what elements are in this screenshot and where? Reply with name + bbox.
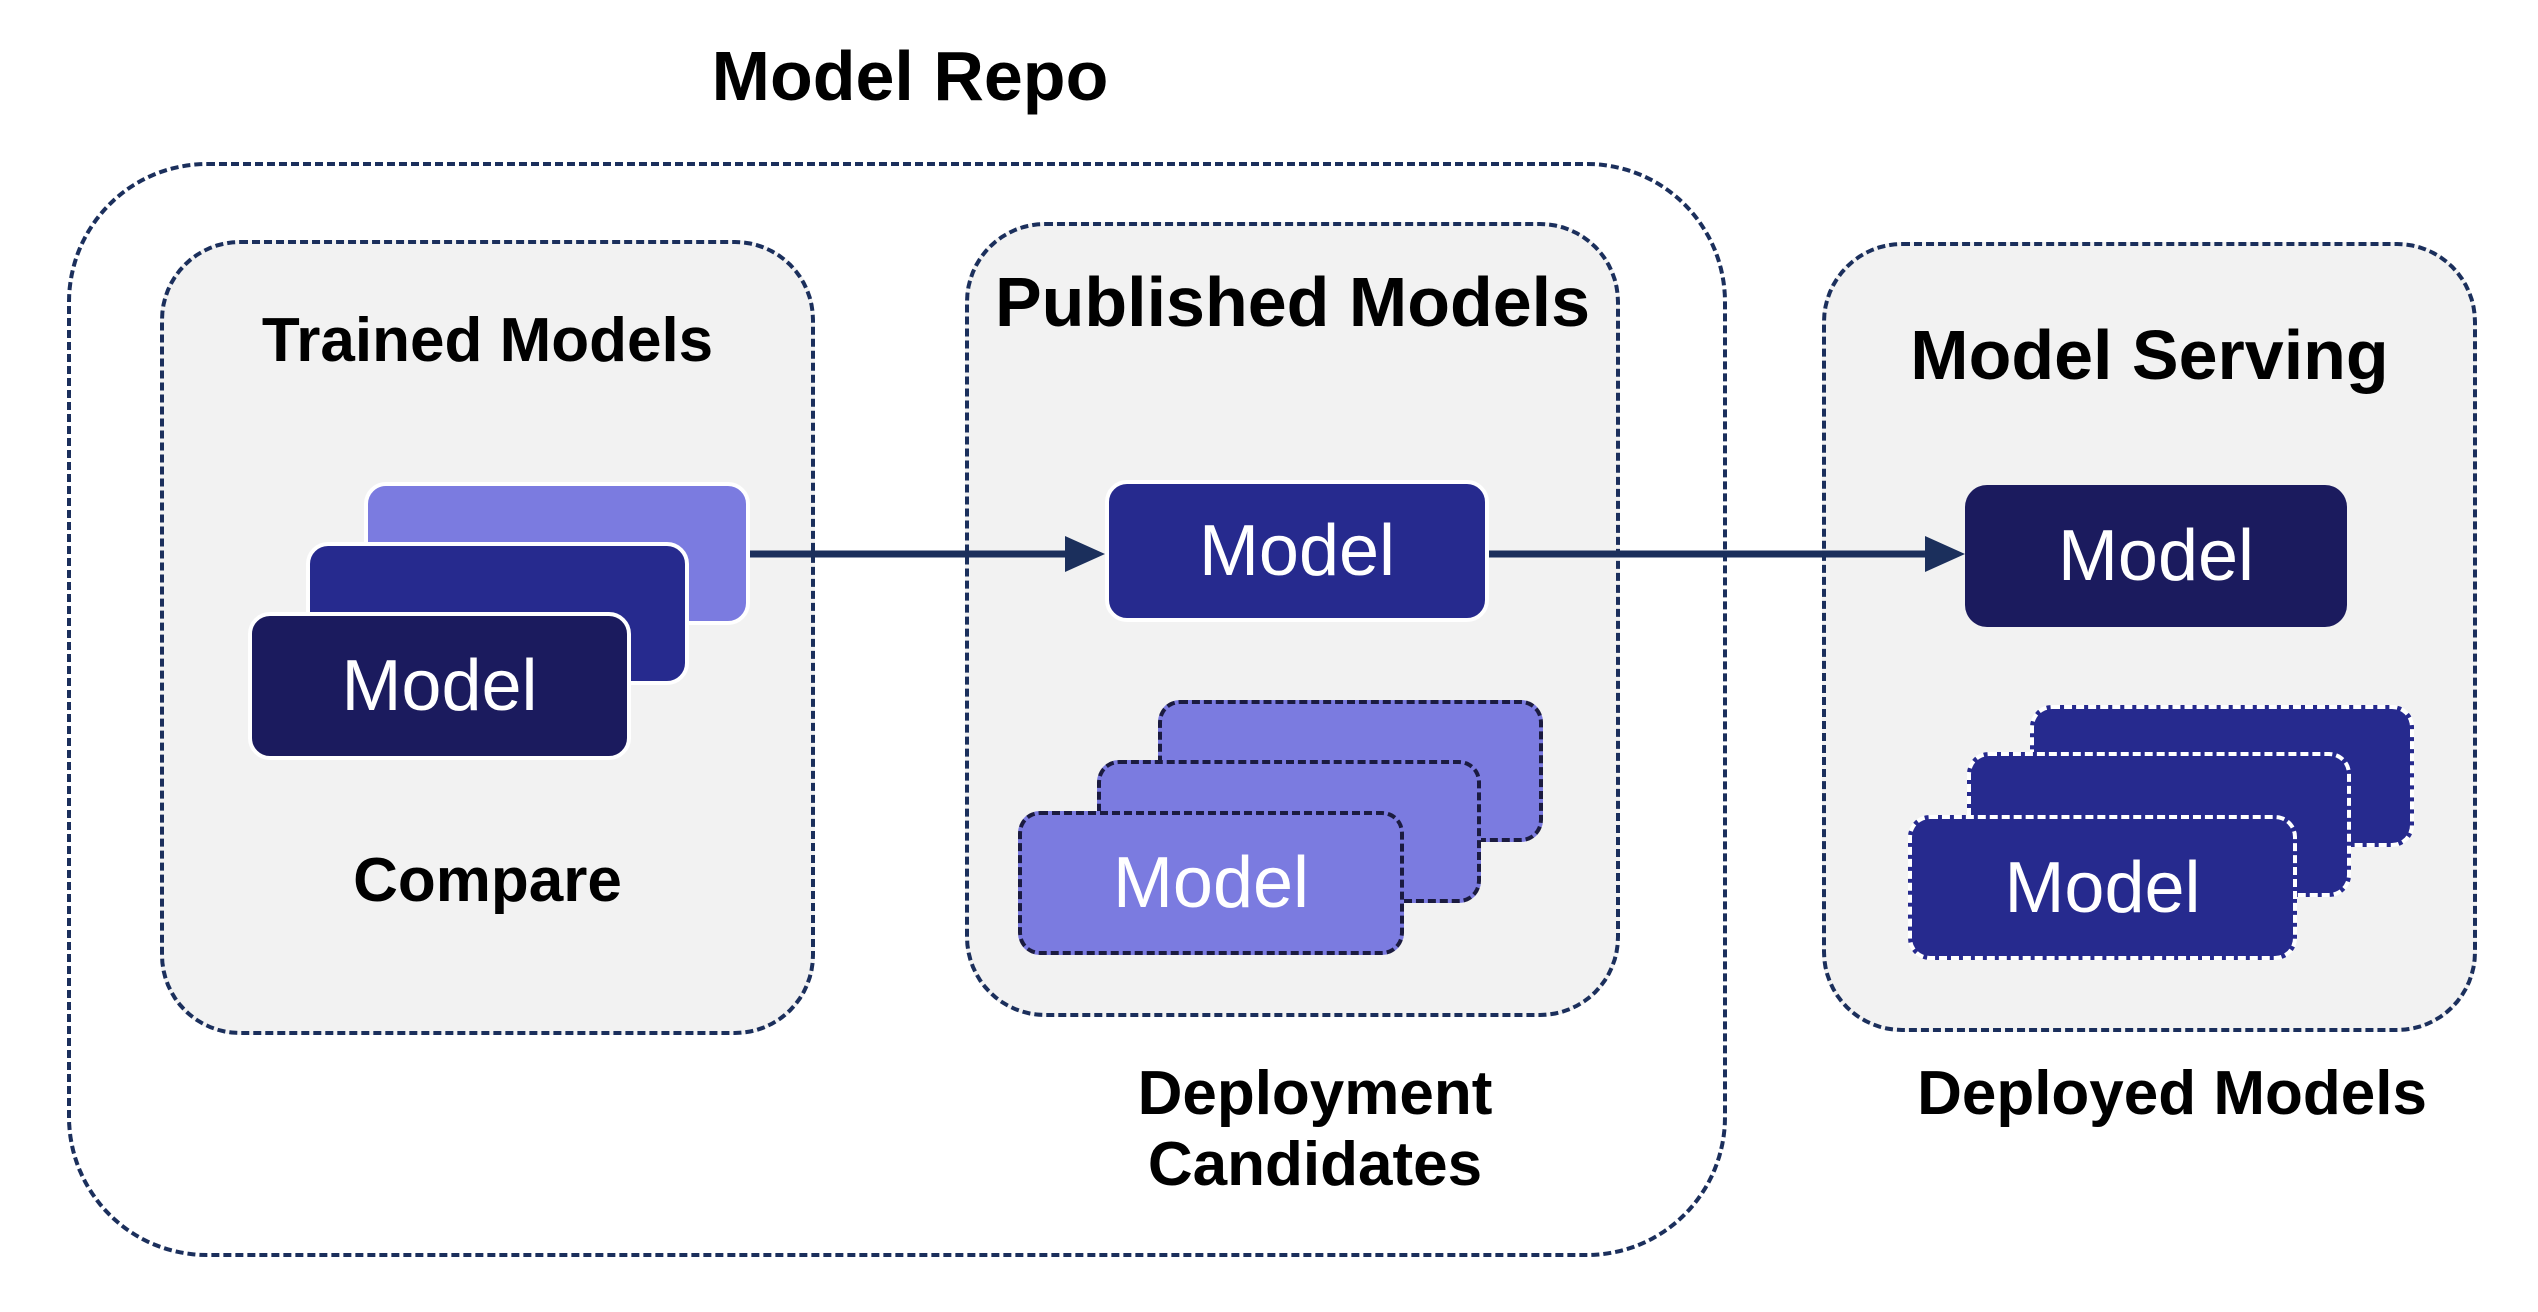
published-models-title: Published Models xyxy=(994,263,1591,341)
trained-model-card-label: Model xyxy=(341,646,538,726)
trained-model-card-front: Model xyxy=(248,612,631,760)
published-model-card-label: Model xyxy=(1198,511,1396,591)
candidate-card-front: Model xyxy=(1018,811,1404,955)
serving-model-card-label: Model xyxy=(2057,516,2255,596)
compare-label: Compare xyxy=(353,846,622,915)
model-serving-title: Model Serving xyxy=(1910,316,2389,394)
deployed-card-label: Model xyxy=(2004,847,2201,928)
serving-model-card: Model xyxy=(1965,485,2347,627)
model-repo-title: Model Repo xyxy=(711,37,1109,115)
deployed-models-label: Deployed Models xyxy=(1917,1059,2427,1128)
candidate-card-label: Model xyxy=(1112,843,1310,923)
deployed-card-front: Model xyxy=(1908,815,2297,960)
trained-models-title: Trained Models xyxy=(261,306,714,375)
published-model-card: Model xyxy=(1105,480,1489,622)
deployment-candidates-label: Deployment Candidates xyxy=(1137,1059,1493,1200)
